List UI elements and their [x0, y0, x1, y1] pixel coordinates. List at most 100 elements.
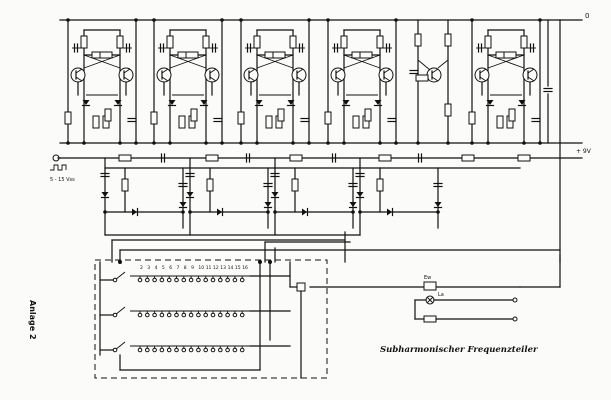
switch-contact — [196, 347, 201, 353]
transistor — [243, 67, 259, 83]
resistor — [359, 51, 373, 59]
junction — [152, 141, 156, 145]
resistor — [468, 111, 476, 125]
switch-contact — [218, 312, 223, 318]
junction — [470, 18, 474, 22]
output-section — [309, 19, 561, 323]
junction — [181, 210, 185, 214]
switch-contact — [152, 277, 157, 283]
capacitor — [245, 153, 251, 163]
switch-contact — [166, 312, 172, 318]
switch-contact — [159, 312, 165, 318]
resistor — [253, 35, 261, 49]
switch-contact — [232, 277, 238, 283]
switch-contact — [137, 312, 143, 318]
resistor — [484, 35, 492, 49]
resistor — [496, 115, 504, 129]
switch-contact — [166, 277, 172, 283]
switch-contact — [145, 277, 150, 283]
switch-contact — [210, 277, 216, 283]
switch-position-label: 3 — [147, 265, 150, 271]
resistor — [324, 111, 332, 125]
resistor — [415, 74, 429, 82]
junction — [273, 210, 277, 214]
fuse-label: Ew — [424, 275, 431, 281]
resistor — [444, 33, 452, 47]
switch-position-label: 11 — [206, 265, 212, 271]
resistor — [364, 108, 372, 122]
junction — [188, 210, 192, 214]
switch-contact — [218, 347, 223, 353]
switch-contact — [174, 347, 179, 353]
steering-cell — [355, 157, 443, 236]
switch-contact — [203, 347, 208, 353]
resistor — [104, 108, 112, 122]
junction — [486, 141, 490, 145]
switch-contact — [210, 312, 216, 318]
switch-contact — [137, 347, 143, 353]
junction — [342, 141, 346, 145]
switch-position-label: 5 — [162, 265, 165, 271]
switch-contact — [239, 277, 245, 283]
diode — [167, 100, 177, 107]
steering-cell — [100, 157, 188, 236]
resistor — [508, 108, 516, 122]
diode — [387, 207, 394, 217]
switch-contact — [159, 277, 165, 283]
switch-contact — [225, 312, 230, 318]
steering-network — [57, 153, 561, 263]
switch-contact — [174, 277, 179, 283]
junction — [470, 141, 474, 145]
junction — [291, 141, 295, 145]
resistor — [205, 154, 219, 162]
transistor — [204, 67, 220, 83]
transistor — [426, 67, 442, 83]
capacitor — [543, 87, 553, 93]
capacitor — [270, 172, 280, 178]
capacitor — [417, 153, 423, 163]
capacitor — [213, 117, 223, 123]
junction — [239, 141, 243, 145]
diode — [433, 202, 443, 209]
resistor — [178, 115, 186, 129]
junction — [258, 260, 262, 264]
junction — [266, 210, 270, 214]
junction — [152, 18, 156, 22]
junction — [66, 18, 70, 22]
switch-contact — [196, 277, 201, 283]
resistor — [289, 154, 303, 162]
switch-position-label: 10 — [198, 265, 204, 271]
resistor — [64, 111, 72, 125]
switch-contact — [239, 312, 245, 318]
capacitor — [531, 117, 541, 123]
transistor — [291, 67, 307, 83]
resistor — [378, 154, 392, 162]
switch-pivot — [112, 312, 118, 318]
resistor — [444, 103, 452, 117]
switch-contact — [152, 347, 157, 353]
switch-contact — [196, 312, 201, 318]
diode — [217, 207, 224, 217]
flip-flop-stage — [150, 18, 224, 145]
switch-position-label: 7 — [177, 265, 180, 271]
diode — [341, 100, 351, 107]
switch-contact — [232, 347, 238, 353]
switch-row — [99, 271, 291, 283]
capacitor — [331, 153, 337, 163]
junction — [358, 210, 362, 214]
resistor — [150, 111, 158, 125]
capacitor — [160, 153, 166, 163]
switch-contact — [210, 347, 216, 353]
diode — [113, 100, 123, 107]
capacitor — [355, 172, 365, 178]
switch-contact — [145, 347, 150, 353]
switch-position-label: 8 — [184, 265, 187, 271]
junction — [134, 141, 138, 145]
capacitor — [178, 182, 188, 188]
switch-position-label: 4 — [155, 265, 158, 271]
diode — [485, 100, 495, 107]
capacitor — [127, 117, 137, 123]
resistor — [352, 115, 360, 129]
mid-rail — [59, 142, 583, 159]
